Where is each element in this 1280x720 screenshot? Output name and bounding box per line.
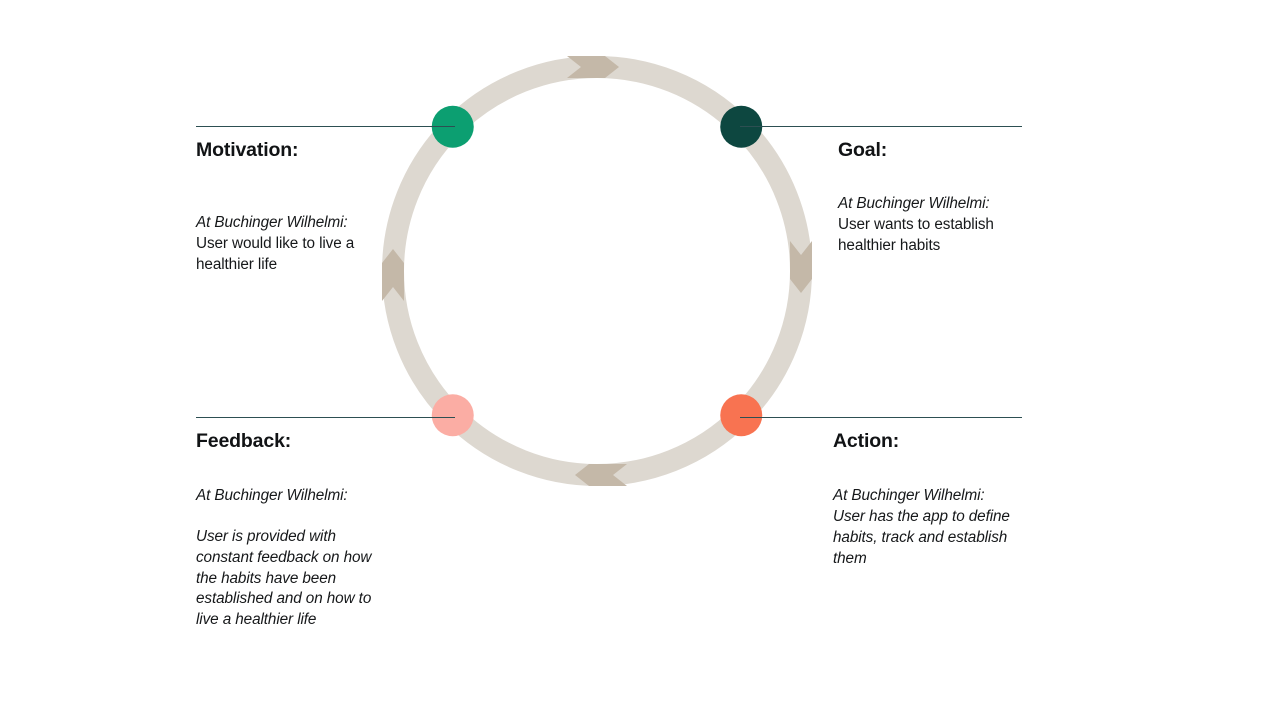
- cycle-diagram: [382, 56, 812, 486]
- quadrant-text-motivation: User would like to live a healthier life: [196, 235, 355, 273]
- node-dot-feedback[interactable]: [431, 394, 474, 437]
- connector-line-goal: [740, 126, 1022, 127]
- quadrant-feedback: Feedback: At Buchinger Wilhelmi: User is…: [196, 430, 446, 631]
- arrow-bottom: [575, 464, 627, 486]
- quadrant-motivation: Motivation: At Buchinger Wilhelmi: User …: [196, 139, 446, 276]
- paragraph-spacer: [196, 507, 386, 527]
- arrow-right: [790, 241, 812, 293]
- quadrant-body-goal: At Buchinger Wilhelmi: User wants to est…: [838, 194, 1038, 256]
- arrow-top: [567, 56, 619, 78]
- quadrant-title-goal: Goal:: [838, 139, 888, 161]
- quadrant-body-motivation: At Buchinger Wilhelmi: User would like t…: [196, 213, 382, 275]
- quadrant-title-motivation: Motivation:: [196, 139, 299, 161]
- connector-line-motivation: [196, 126, 455, 127]
- connector-line-action: [740, 417, 1022, 418]
- quadrant-lead-goal: At Buchinger Wilhelmi:: [838, 195, 990, 213]
- arrow-left: [382, 249, 404, 301]
- quadrant-title-action: Action:: [833, 430, 900, 452]
- connector-line-feedback: [196, 417, 455, 418]
- quadrant-action: Action: At Buchinger Wilhelmi: User has …: [833, 430, 1093, 569]
- quadrant-text-feedback: User is provided with constant feedback …: [196, 528, 372, 628]
- quadrant-goal: Goal: At Buchinger Wilhelmi: User wants …: [838, 139, 1098, 257]
- quadrant-body-feedback: At Buchinger Wilhelmi: User is provided …: [196, 486, 386, 630]
- quadrant-lead-motivation: At Buchinger Wilhelmi:: [196, 214, 348, 232]
- quadrant-text-goal: User wants to establish healthier habits: [838, 216, 994, 254]
- quadrant-body-action: At Buchinger Wilhelmi: User has the app …: [833, 486, 1028, 569]
- node-dot-action[interactable]: [720, 394, 763, 437]
- quadrant-title-feedback: Feedback:: [196, 430, 292, 452]
- quadrant-lead-action: At Buchinger Wilhelmi:: [833, 487, 985, 505]
- quadrant-text-action: User has the app to define habits, track…: [833, 508, 1010, 567]
- quadrant-lead-feedback: At Buchinger Wilhelmi:: [196, 487, 348, 505]
